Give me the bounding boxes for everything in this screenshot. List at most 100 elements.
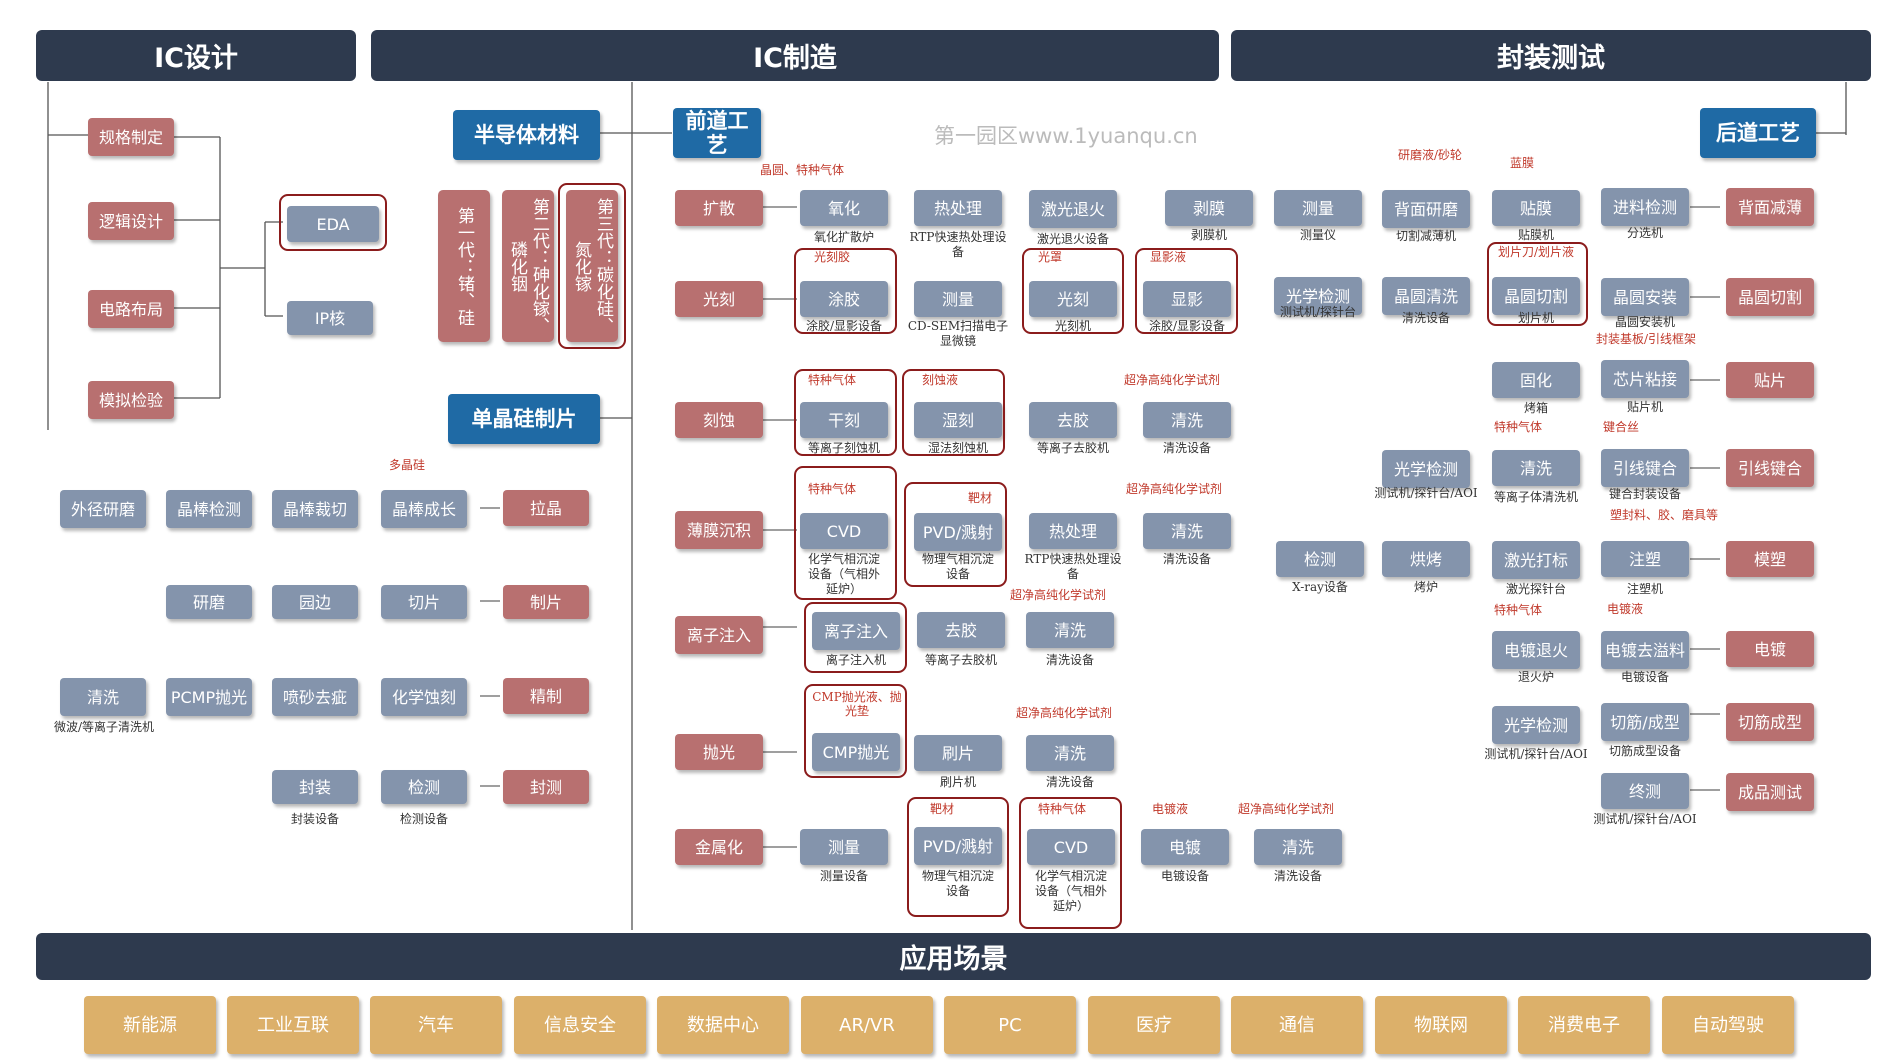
app-7: 医疗: [1088, 996, 1220, 1054]
mid-cap-13: 退火炉: [1517, 670, 1554, 684]
tag-litho-2: 显影液: [1149, 250, 1186, 264]
app-3: 信息安全: [514, 996, 646, 1054]
litho-cap-0: 涂胶/显影设备: [805, 319, 883, 333]
front-end-title: 前道工艺: [673, 108, 761, 158]
etch-box-3: 清洗: [1143, 402, 1231, 438]
app-0: 新能源: [84, 996, 216, 1054]
tag-film-2: 超净高纯化学试剂: [1125, 482, 1222, 496]
wafer-r2-1: 园边: [272, 585, 358, 619]
design-eda: EDA: [287, 206, 379, 242]
stage-polishing: 抛光: [675, 734, 763, 770]
mid-box-4: 光学检测: [1274, 277, 1362, 315]
wafer-r2-2: 切片: [381, 585, 467, 619]
tag-mid-0: 研磨液/砂轮: [1397, 148, 1463, 162]
polish-cap-0: 刷片机: [939, 775, 976, 789]
back-end-title: 后道工艺: [1700, 108, 1816, 158]
film-box-3: 清洗: [1143, 513, 1231, 549]
tag-film-0: 特种气体: [807, 482, 856, 496]
back-inner-6: 切筋/成型: [1601, 703, 1689, 741]
back-inner-7: 终测: [1601, 773, 1689, 809]
back-cap-3: 键合封装设备: [1608, 487, 1681, 501]
film-cap-0: 化学气相沉淀设备（气相外延炉）: [807, 552, 880, 596]
mid-box-8: 光学检测: [1382, 450, 1470, 488]
wafer-r3-1: PCMP抛光: [166, 678, 252, 716]
tag-diff: 晶圆、特种气体: [759, 163, 844, 177]
mid-box-2: 背面研磨: [1382, 190, 1470, 228]
litho-cap-1: CD-SEM扫描电子显微镜: [907, 319, 1009, 348]
app-8: 通信: [1231, 996, 1363, 1054]
mid-cap-12: 激光探针台: [1505, 582, 1566, 596]
back-right-7: 成品测试: [1726, 773, 1814, 811]
back-inner-0: 进料检测: [1601, 188, 1689, 226]
tag-mid-4: 特种气体: [1493, 603, 1542, 617]
etch-cap-1: 湿法刻蚀机: [927, 441, 988, 455]
app-10: 消费电子: [1518, 996, 1650, 1054]
metal-box-1: PVD/溅射: [914, 827, 1002, 865]
wafer-r1-3: 晶棒成长: [381, 490, 467, 528]
tag-metal-3: 超净高纯化学试剂: [1237, 802, 1334, 816]
app-6: PC: [944, 996, 1076, 1054]
tag-polish-1: 超净高纯化学试剂: [1015, 706, 1112, 720]
back-cap-2: 贴片机: [1626, 400, 1663, 414]
metal-cap-1: 物理气相沉淀设备: [921, 869, 994, 898]
mid-box-6: 晶圆切割: [1492, 277, 1580, 315]
polish-box-1: 刷片: [914, 735, 1002, 771]
app-4: 数据中心: [657, 996, 789, 1054]
stage-thin-film: 薄膜沉积: [675, 511, 763, 549]
wafer-r2-3: 制片: [503, 585, 589, 619]
mid-box-13: 电镀退火: [1492, 631, 1580, 669]
mid-box-12: 激光打标: [1492, 541, 1580, 579]
diff-cap-0: 氧化扩散炉: [813, 230, 874, 244]
wafer-r4-caption-1: 检测设备: [399, 812, 448, 826]
mid-box-5: 晶圆清洗: [1382, 277, 1470, 315]
metal-box-3: 电镀: [1141, 829, 1229, 865]
metal-box-0: 测量: [800, 829, 888, 865]
metal-box-4: 清洗: [1254, 829, 1342, 865]
tag-metal-1: 特种气体: [1037, 802, 1086, 816]
mid-cap-11: 烤炉: [1413, 580, 1438, 594]
wafer-r4-2: 封测: [503, 770, 589, 804]
tag-back-2: 塑封料、胶、磨具等: [1609, 508, 1718, 522]
design-logic: 逻辑设计: [88, 202, 174, 240]
litho-cap-2: 光刻机: [1054, 319, 1091, 333]
tag-etch-0: 特种气体: [807, 373, 856, 387]
stage-lithography: 光刻: [675, 281, 763, 317]
tag-polysilicon: 多晶硅: [388, 458, 425, 472]
tag-polish-0: CMP抛光液、抛光垫: [812, 690, 902, 718]
mid-cap-8: 测试机/探针台/AOI: [1374, 486, 1478, 500]
polish-box-0: CMP抛光: [812, 733, 900, 771]
back-right-0: 背面减薄: [1726, 188, 1814, 226]
ion-cap-1: 等离子去胶机: [924, 653, 997, 667]
diff-box-1: 热处理: [914, 190, 1002, 226]
back-inner-2: 芯片粘接: [1601, 360, 1689, 398]
litho-box-0: 涂胶: [800, 281, 888, 317]
film-box-1: PVD/溅射: [914, 513, 1002, 551]
wafer-r3-2: 喷砂去疵: [272, 678, 358, 716]
tag-back-0: 封装基板/引线框架: [1595, 332, 1697, 346]
film-box-2: 热处理: [1029, 513, 1117, 549]
app-11: 自动驾驶: [1662, 996, 1794, 1054]
polish-cap-1: 清洗设备: [1045, 775, 1094, 789]
etch-cap-3: 清洗设备: [1162, 441, 1211, 455]
back-right-3: 引线键合: [1726, 449, 1814, 487]
header-packaging-testing: 封装测试: [1231, 30, 1871, 81]
tag-back-3: 电镀液: [1606, 602, 1643, 616]
tag-litho-1: 光罩: [1037, 250, 1062, 264]
etch-cap-2: 等离子去胶机: [1036, 441, 1109, 455]
film-cap-2: RTP快速热处理设备: [1024, 552, 1122, 581]
back-cap-5: 电镀设备: [1620, 670, 1669, 684]
app-2: 汽车: [370, 996, 502, 1054]
tag-film-1: 靶材: [967, 491, 992, 505]
mid-box-1: 测量: [1274, 190, 1362, 226]
tag-mid-2: 划片刀/划片液: [1497, 245, 1575, 259]
header-application-scenarios: 应用场景: [36, 933, 1871, 980]
wafer-r3-4: 精制: [503, 678, 589, 714]
tag-back-1: 键合丝: [1602, 420, 1639, 434]
wafer-r3-3: 化学蚀刻: [381, 678, 467, 716]
mid-cap-14: 测试机/探针台/AOI: [1484, 747, 1588, 761]
diff-box-0: 氧化: [800, 190, 888, 226]
mid-cap-9: 等离子体清洗机: [1493, 490, 1578, 504]
mid-cap-7: 烤箱: [1523, 401, 1548, 415]
mid-box-0: 剥膜: [1165, 190, 1253, 226]
